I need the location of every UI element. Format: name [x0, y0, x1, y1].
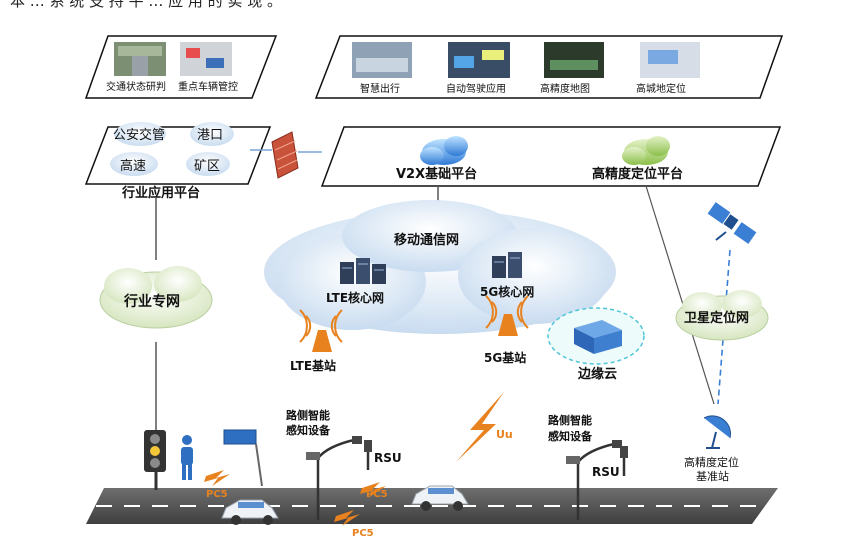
industry-app-thumbnail-2 — [180, 42, 232, 76]
pc5-label-3: PC5 — [352, 528, 374, 539]
lte-core-server-icon — [340, 258, 386, 284]
rsu-label-right: RSU — [592, 465, 620, 479]
link-satellite-reference — [717, 249, 731, 405]
car-icon-right — [411, 485, 469, 511]
5g-core-label: 5G核心网 — [480, 284, 534, 299]
industry-app-label-2: 重点车辆管控 — [178, 80, 238, 93]
5g-tower-icon — [485, 295, 529, 336]
pc5-label-2: PC5 — [366, 489, 388, 500]
industry-clouds — [110, 122, 234, 176]
roadside-sensor-label-right-2: 感知设备 — [548, 429, 593, 443]
v2x-app-thumbnail-2 — [448, 42, 510, 78]
cloud-label-port: 港口 — [197, 128, 223, 143]
roadside-sensor-label-right-1: 路侧智能 — [548, 413, 592, 427]
uu-label: Uu — [496, 428, 513, 441]
v2x-app-label-4: 高城地定位 — [636, 82, 686, 95]
edge-cloud-label: 边缘云 — [577, 366, 617, 382]
reference-station-label-2: 基准站 — [696, 469, 729, 483]
pc5-label-1: PC5 — [206, 489, 228, 500]
mobile-network-label: 移动通信网 — [394, 232, 459, 248]
roadside-pole-left — [306, 436, 362, 520]
v2x-cloud-icon — [420, 136, 468, 165]
roadside-sensor-label-left-2: 感知设备 — [286, 423, 331, 437]
gnss-cloud-icon — [622, 136, 670, 165]
industry-network-cloud — [99, 266, 213, 329]
car-icon-left — [221, 499, 279, 525]
satellite-icon — [707, 202, 757, 244]
industry-network-label: 行业专网 — [123, 293, 180, 310]
rsu-device-icon-left — [364, 440, 372, 470]
cloud-label-police: 公安交管 — [113, 127, 165, 143]
cloud-label-highway: 高速 — [120, 158, 146, 174]
industry-app-thumbnail-1 — [114, 42, 166, 76]
rsu-label-left: RSU — [374, 451, 402, 465]
industry-app-label-1: 交通状态研判 — [106, 80, 166, 93]
v2x-app-label-1: 智慧出行 — [360, 82, 400, 95]
v2x-app-label-3: 高精度地图 — [540, 82, 590, 95]
top-caption: 本 … 系 统 支 持 平 … 应 用 的 实 现 。 — [10, 0, 282, 10]
roadside-sensor-label-left-1: 路侧智能 — [286, 408, 330, 422]
satellite-network-label: 卫星定位网 — [684, 310, 749, 326]
v2x-app-thumbnail-3 — [544, 42, 604, 78]
firewall-icon — [271, 131, 299, 179]
rsu-device-icon-right — [620, 446, 628, 476]
v2x-app-thumbnail-4 — [640, 42, 700, 78]
lte-tower-icon — [299, 309, 343, 352]
pedestrian-icon — [181, 435, 193, 480]
5g-core-server-icon — [492, 252, 522, 278]
link-gnss-reference — [645, 185, 715, 405]
road-sign-icon — [223, 429, 263, 487]
satellite-network-cloud — [675, 290, 769, 341]
edge-cloud-icon — [547, 307, 645, 365]
v2x-platform-label: V2X基础平台 — [396, 166, 477, 182]
industry-platform-label: 行业应用平台 — [121, 185, 200, 201]
v2x-app-label-2: 自动驾驶应用 — [446, 82, 506, 95]
v2x-platform-panel — [320, 126, 782, 187]
lte-station-label: LTE基站 — [290, 358, 336, 373]
uu-lightning-icon — [456, 392, 504, 462]
pc5-lightning-icon-1 — [204, 470, 230, 486]
reference-station-label-1: 高精度定位 — [684, 455, 739, 469]
v2x-app-thumbnail-1 — [352, 42, 412, 78]
roadside-pole-right — [566, 440, 622, 520]
mobile-network-cloud — [264, 200, 616, 334]
cloud-label-mining: 矿区 — [194, 159, 220, 174]
traffic-light-icon — [144, 430, 166, 490]
gnss-platform-label: 高精度定位平台 — [592, 166, 683, 182]
lte-core-label: LTE核心网 — [326, 290, 384, 305]
5g-station-label: 5G基站 — [484, 350, 526, 365]
reference-station-dish-icon — [703, 415, 731, 449]
